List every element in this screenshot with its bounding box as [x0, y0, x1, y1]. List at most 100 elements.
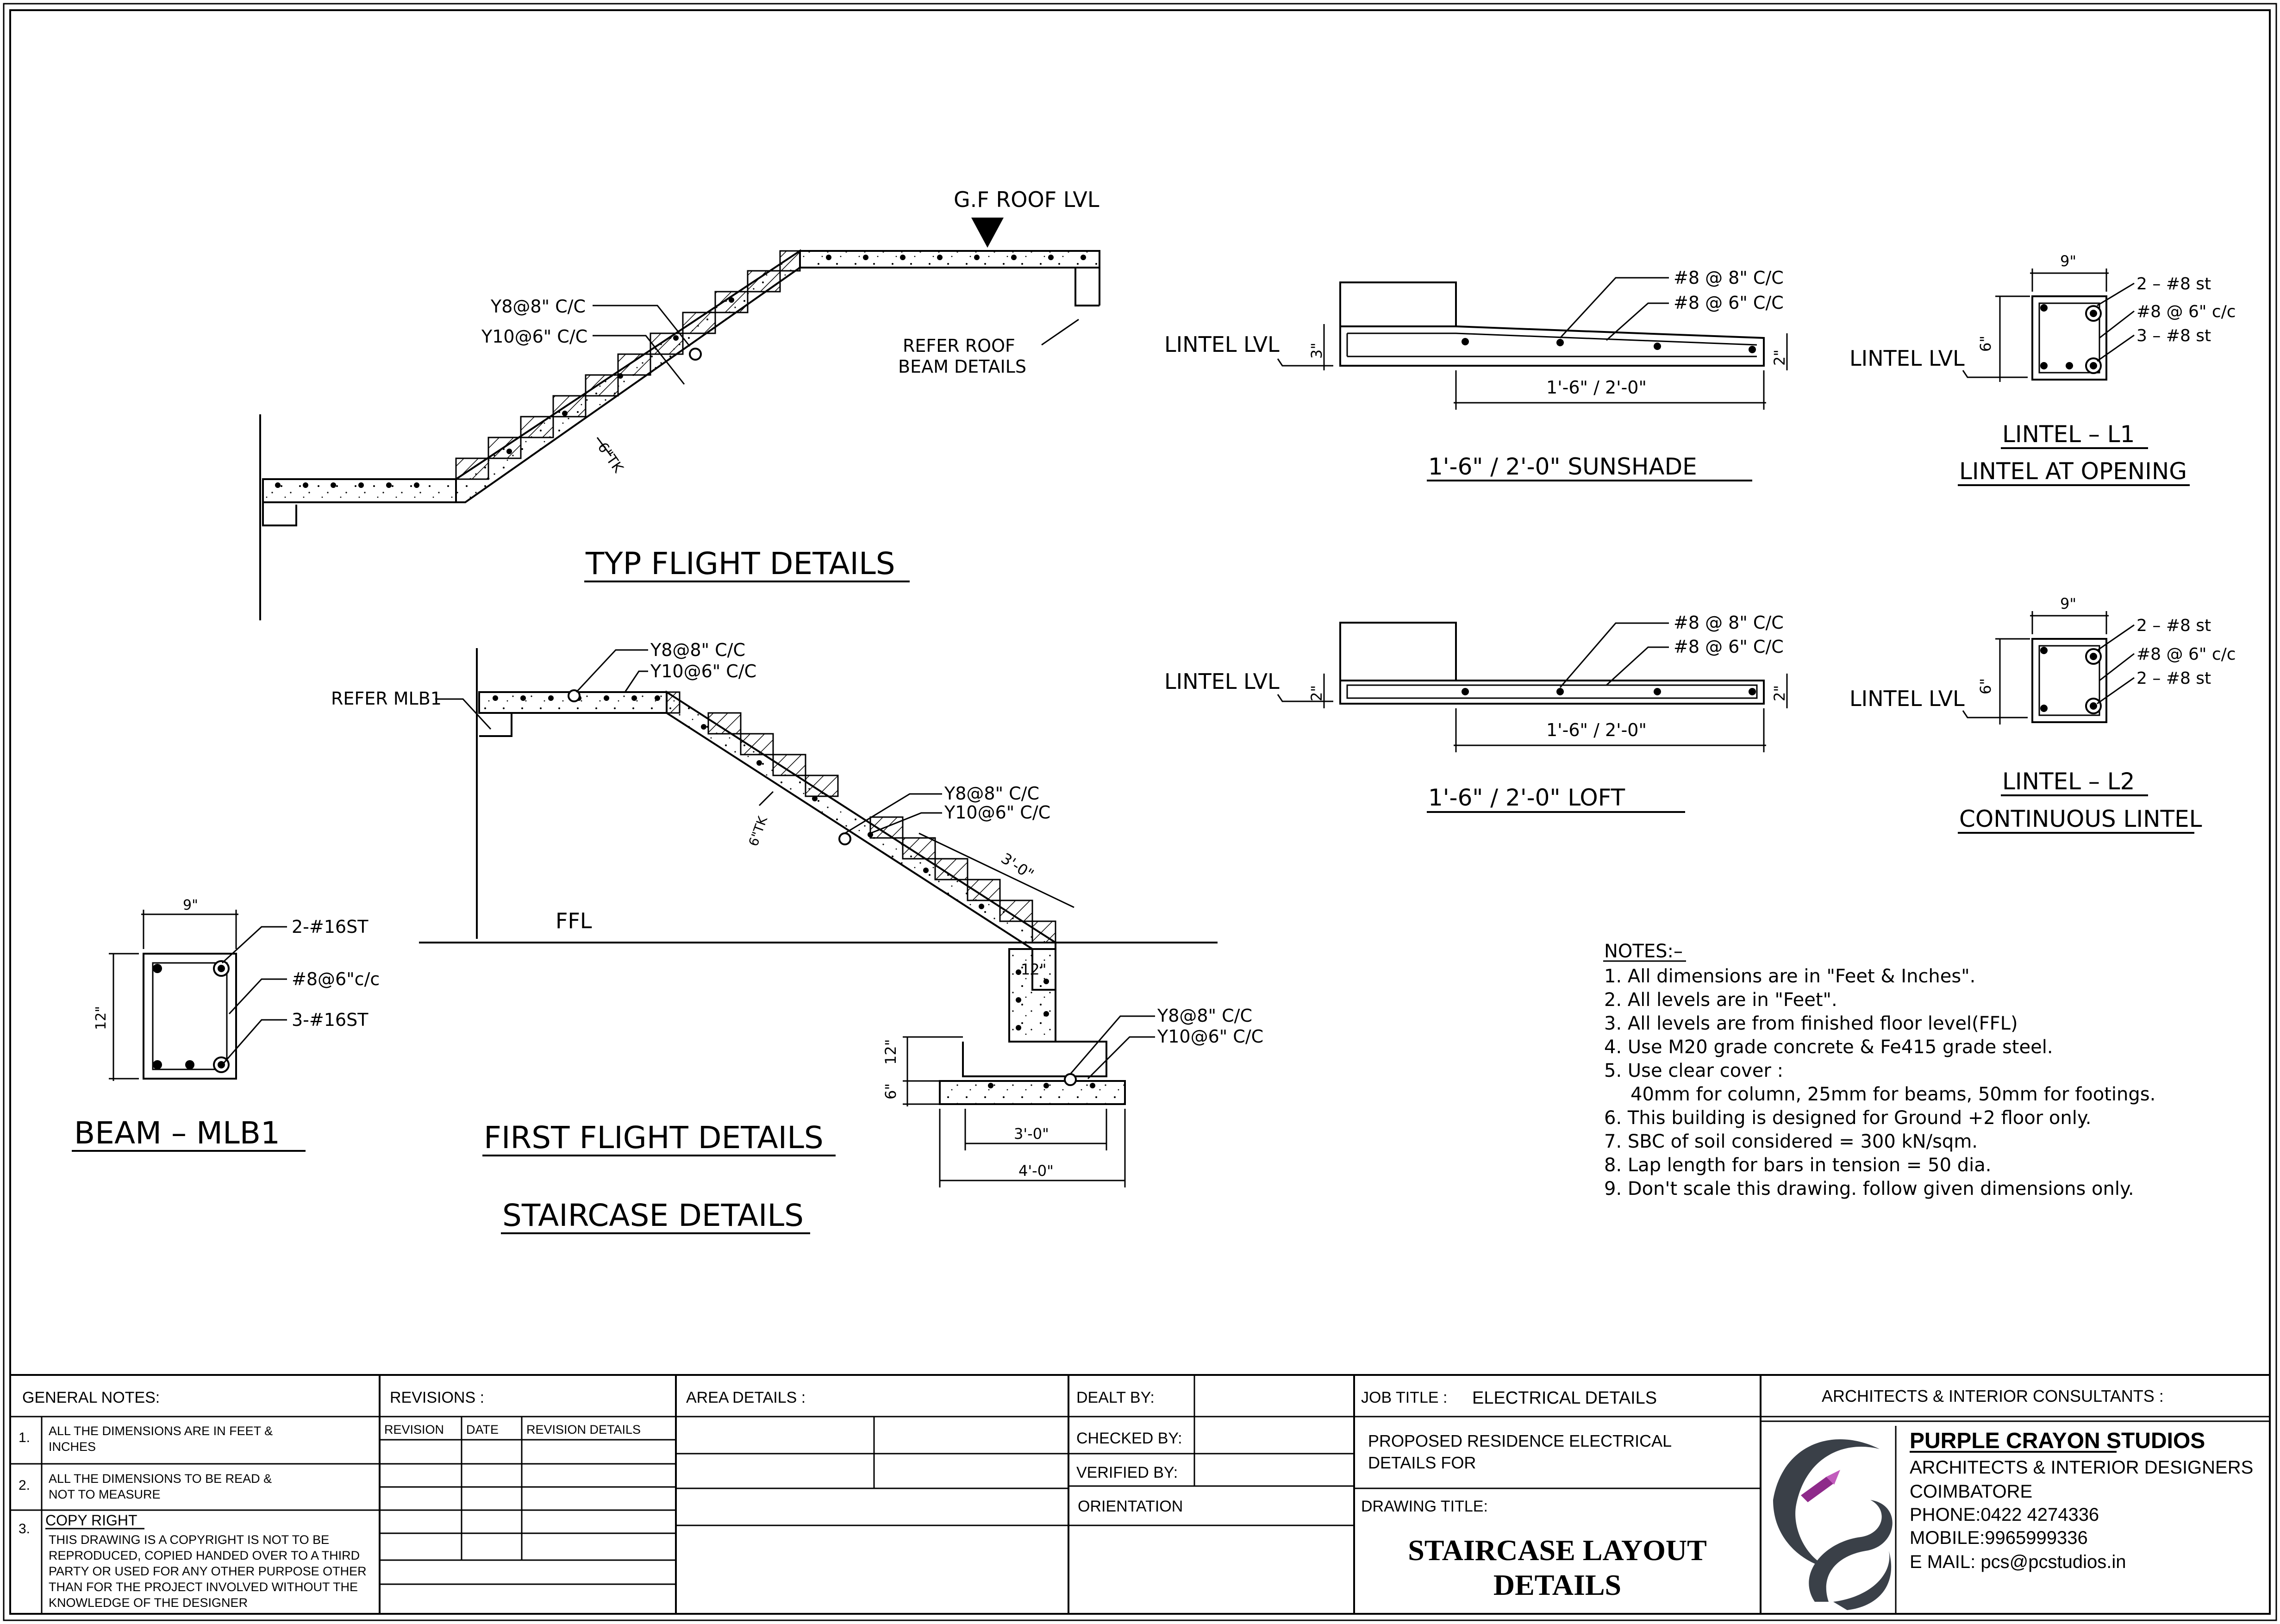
sunshade-thick-left: 3": [1308, 343, 1325, 359]
typ-refer-label-1: REFER ROOF: [903, 336, 1015, 356]
lintel-l1-detail: 9" 6" LINTEL LVL 2 – #8 st #8 @ 6" c/c 3…: [1849, 252, 2236, 486]
notes-heading: NOTES:–: [1604, 941, 1683, 962]
general-note-text: KNOWLEDGE OF THE DESIGNER: [49, 1596, 248, 1610]
loft-bar-2: #8 @ 6" C/C: [1674, 637, 1784, 657]
l1-width: 9": [2060, 252, 2076, 270]
beam-depth: 12": [93, 1006, 109, 1030]
l1-bar-top: 2 – #8 st: [2136, 275, 2211, 294]
drawing-title-label: DRAWING TITLE:: [1361, 1498, 1488, 1515]
beam-stirrup: #8@6"c/c: [292, 969, 380, 989]
note-item: 4. Use M20 grade concrete & Fe415 grade …: [1604, 1037, 2053, 1058]
note-item: 5. Use clear cover :: [1604, 1060, 1783, 1081]
sunshade-detail: LINTEL LVL 3" 2" 1'-6" / 2'-0" #8 @ 8" C…: [1164, 268, 1788, 481]
first-base1: 3'-0": [1014, 1125, 1049, 1143]
typ-bar-label-1: Y8@8" C/C: [490, 296, 586, 317]
general-note-text: ALL THE DIMENSIONS ARE IN FEET &: [49, 1424, 273, 1438]
project-line: PROPOSED RESIDENCE ELECTRICAL: [1368, 1431, 1672, 1450]
typ-thickness-label: 6"TK: [594, 440, 626, 476]
note-item: 9. Don't scale this drawing. follow give…: [1604, 1178, 2134, 1199]
notes-block: NOTES:– 1. All dimensions are in "Feet &…: [1603, 941, 2155, 1199]
beam-width: 9": [183, 897, 198, 913]
first-flight-title: FIRST FLIGHT DETAILS: [484, 1120, 824, 1156]
loft-detail: LINTEL LVL 2" 2" 1'-6" / 2'-0" #8 @ 8" C…: [1164, 612, 1788, 813]
l2-bar-bottom: 2 – #8 st: [2136, 669, 2211, 688]
l1-subtitle: LINTEL AT OPENING: [1959, 458, 2187, 485]
sunshade-bar-1: #8 @ 8" C/C: [1674, 268, 1784, 288]
general-note-text: NOT TO MEASURE: [49, 1487, 161, 1501]
note-item: 1. All dimensions are in "Feet & Inches"…: [1604, 966, 1975, 987]
l1-title: LINTEL – L1: [2002, 421, 2135, 448]
note-item: 40mm for column, 25mm for beams, 50mm fo…: [1630, 1084, 2155, 1105]
l1-stirrup: #8 @ 6" c/c: [2136, 302, 2236, 321]
first-base2: 4'-0": [1018, 1162, 1054, 1180]
first-col-width: 12": [1021, 961, 1046, 978]
general-note-num: 2.: [19, 1478, 30, 1493]
first-flight-detail: FFL REFER MLB1 Y8@8" C/C Y10@6" C/C Y8@8…: [331, 640, 1263, 1234]
first-foot-bar-1: Y8@8" C/C: [1157, 1006, 1252, 1026]
general-notes-label: GENERAL NOTES:: [22, 1389, 160, 1406]
l1-depth: 6": [1977, 336, 1994, 352]
sunshade-title: 1'-6" / 2'-0" SUNSHADE: [1428, 453, 1697, 480]
revision-col-header: REVISION: [384, 1423, 444, 1437]
l2-level: LINTEL LVL: [1849, 686, 1965, 711]
drawing-title-line: STAIRCASE LAYOUT: [1408, 1534, 1707, 1567]
firm-line: PHONE:0422 4274336: [1910, 1505, 2099, 1525]
typ-flight-detail: G.F ROOF LVL Y8@8" C/C Y10@6" C/C REFER …: [259, 187, 1100, 620]
loft-level: LINTEL LVL: [1164, 669, 1280, 694]
loft-bar-1: #8 @ 8" C/C: [1674, 612, 1784, 633]
first-top-bar-2: Y10@6" C/C: [650, 661, 756, 681]
l2-width: 9": [2060, 595, 2076, 612]
l2-bar-top: 2 – #8 st: [2136, 616, 2211, 635]
ffl-label: FFL: [556, 908, 592, 933]
first-foot-bar-2: Y10@6" C/C: [1157, 1026, 1263, 1047]
l1-level: LINTEL LVL: [1849, 346, 1965, 371]
l2-stirrup: #8 @ 6" c/c: [2136, 645, 2236, 664]
note-item: 8. Lap length for bars in tension = 50 d…: [1604, 1155, 1992, 1176]
first-h1: 12": [882, 1039, 900, 1065]
orientation-label: ORIENTATION: [1078, 1498, 1183, 1515]
beam-title: BEAM – MLB1: [74, 1115, 280, 1151]
l1-bar-bottom: 3 – #8 st: [2136, 326, 2211, 345]
consultants-label: ARCHITECTS & INTERIOR CONSULTANTS :: [1822, 1387, 2164, 1405]
note-item: 3. All levels are from finished floor le…: [1604, 1013, 2018, 1034]
beam-mlb1-detail: 9" 12" 2-#16ST #8@6"c/c 3-#16ST BEAM – M…: [72, 897, 380, 1152]
typ-bar-label-2: Y10@6" C/C: [481, 326, 587, 347]
inner-border: [9, 9, 2271, 1615]
dealt-by-label: DEALT BY:: [1076, 1389, 1155, 1406]
verified-by-label: VERIFIED BY:: [1076, 1464, 1178, 1481]
project-line: DETAILS FOR: [1368, 1453, 1476, 1472]
first-thickness-label: 6"TK: [746, 814, 771, 848]
loft-thick-left: 2": [1308, 685, 1325, 701]
loft-thick-right: 2": [1771, 685, 1788, 701]
first-going-label: 3'-0": [998, 849, 1037, 883]
general-note-text: PARTY OR USED FOR ANY OTHER PURPOSE OTHE…: [49, 1564, 367, 1578]
general-note-text: INCHES: [49, 1440, 96, 1454]
first-h2: 6": [882, 1083, 900, 1099]
firm-line: MOBILE:9965999336: [1910, 1528, 2088, 1548]
sunshade-level: LINTEL LVL: [1164, 332, 1280, 357]
job-title-label: JOB TITLE :: [1361, 1389, 1447, 1406]
typ-flight-title: TYP FLIGHT DETAILS: [585, 546, 895, 581]
copyright-heading: COPY RIGHT: [45, 1512, 137, 1529]
first-mid-bar-2: Y10@6" C/C: [944, 802, 1050, 823]
revision-col-header: DATE: [466, 1423, 499, 1437]
loft-span: 1'-6" / 2'-0": [1546, 720, 1647, 740]
drawing-title-line: DETAILS: [1493, 1568, 1621, 1601]
firm-line: COIMBATORE: [1910, 1481, 2032, 1502]
l2-depth: 6": [1977, 678, 1994, 694]
area-details-label: AREA DETAILS :: [686, 1389, 806, 1406]
job-title: ELECTRICAL DETAILS: [1472, 1388, 1657, 1408]
revision-col-header: REVISION DETAILS: [526, 1423, 641, 1437]
outer-border: [3, 3, 2277, 1621]
sunshade-span: 1'-6" / 2'-0": [1546, 377, 1647, 398]
roof-level-label: G.F ROOF LVL: [954, 187, 1099, 212]
note-item: 6. This building is designed for Ground …: [1604, 1107, 2092, 1129]
sunshade-thick-right: 2": [1771, 350, 1788, 366]
checked-by-label: CHECKED BY:: [1076, 1430, 1182, 1447]
note-item: 2. All levels are in "Feet".: [1604, 989, 1837, 1011]
revisions-label: REVISIONS :: [390, 1389, 484, 1406]
general-note-text: THIS DRAWING IS A COPYRIGHT IS NOT TO BE: [49, 1533, 329, 1547]
l2-subtitle: CONTINUOUS LINTEL: [1959, 806, 2202, 832]
first-top-bar-1: Y8@8" C/C: [650, 640, 745, 660]
